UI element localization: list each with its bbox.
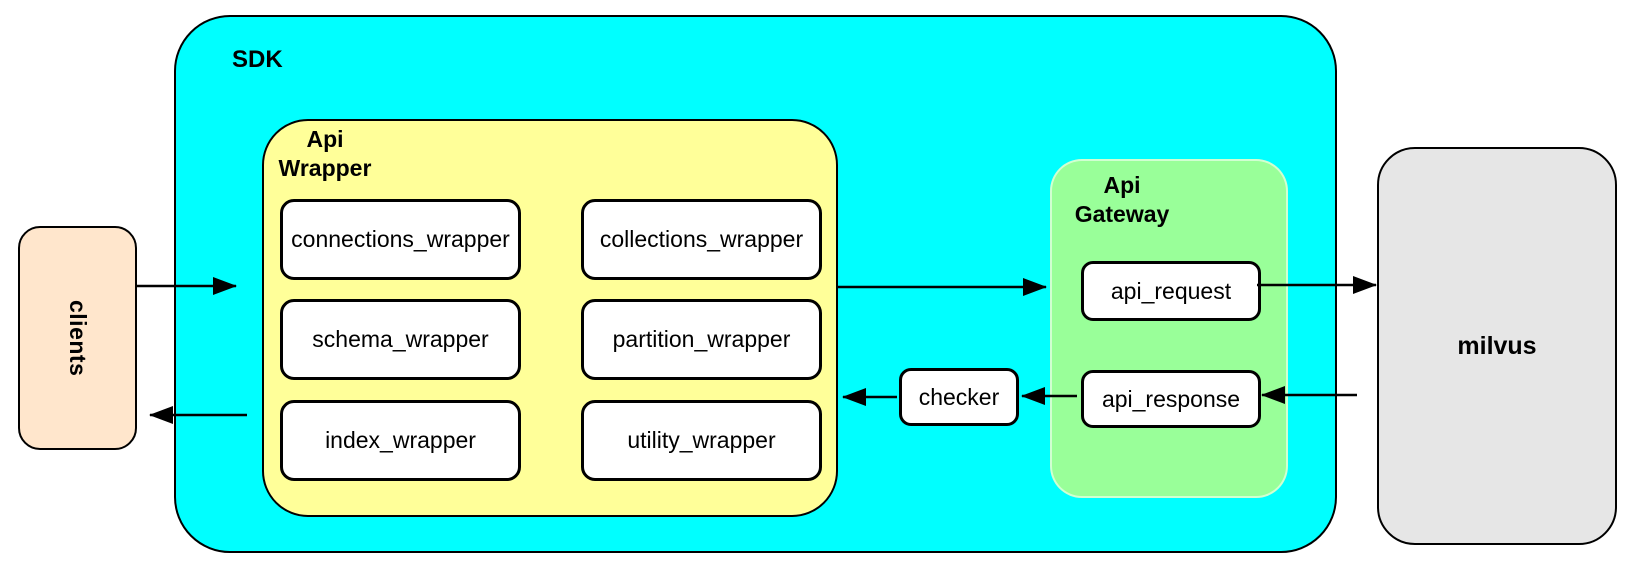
api-wrapper-label: Api Wrapper [278, 126, 372, 181]
node-collections-wrapper-label: collections_wrapper [599, 226, 804, 252]
node-index-wrapper: index_wrapper [280, 400, 521, 481]
api-gateway-label: Api Gateway [1074, 172, 1170, 227]
node-schema-wrapper: schema_wrapper [280, 299, 521, 380]
node-partition-wrapper-label: partition_wrapper [612, 326, 791, 352]
node-api-response: api_response [1081, 370, 1261, 428]
node-checker: checker [899, 368, 1019, 426]
api-wrapper-container: Api Wrapper connections_wrapper collecti… [262, 119, 838, 517]
node-utility-wrapper-label: utility_wrapper [627, 427, 776, 453]
sdk-label: SDK [232, 46, 283, 73]
node-schema-wrapper-label: schema_wrapper [312, 326, 489, 352]
sdk-container: SDK Api Wrapper connections_wrapper coll… [174, 15, 1337, 553]
node-api-request-label: api_request [1110, 277, 1232, 304]
node-clients: clients [18, 226, 137, 450]
node-api-response-label: api_response [1101, 385, 1241, 412]
node-connections-wrapper: connections_wrapper [280, 199, 521, 280]
node-checker-label: checker [918, 383, 1000, 410]
node-index-wrapper-label: index_wrapper [325, 427, 476, 453]
node-collections-wrapper: collections_wrapper [581, 199, 822, 280]
node-utility-wrapper: utility_wrapper [581, 400, 822, 481]
node-milvus-label: milvus [1457, 331, 1537, 360]
node-clients-label: clients [65, 299, 91, 377]
api-gateway-container: Api Gateway api_request api_response [1050, 159, 1288, 498]
node-milvus: milvus [1377, 147, 1617, 545]
node-api-request: api_request [1081, 261, 1261, 321]
node-connections-wrapper-label: connections_wrapper [291, 226, 510, 252]
node-partition-wrapper: partition_wrapper [581, 299, 822, 380]
